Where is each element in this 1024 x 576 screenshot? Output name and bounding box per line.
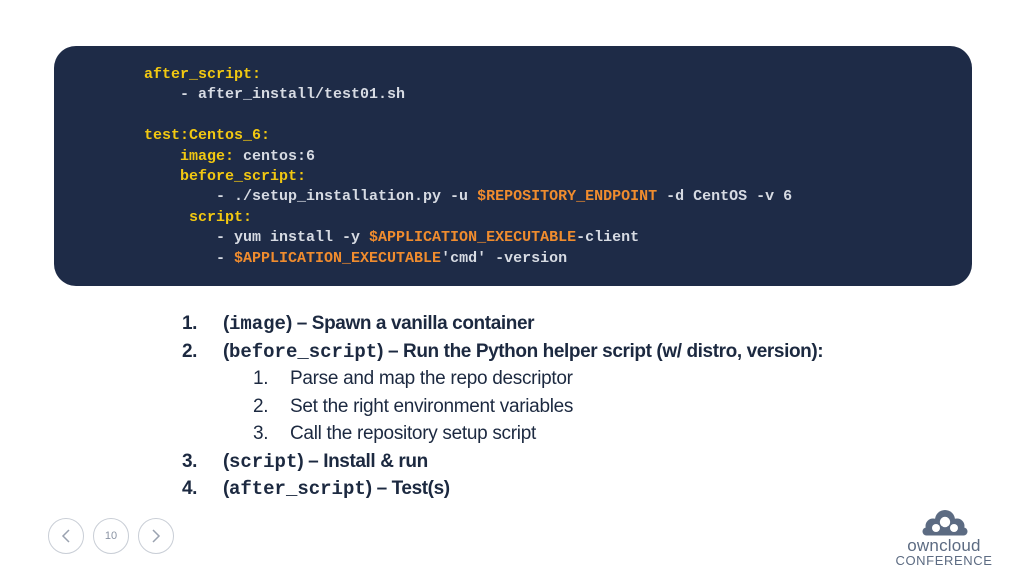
step-number: 3. <box>182 450 198 472</box>
step-number: 1. <box>182 313 198 334</box>
code-text: -client <box>576 229 640 247</box>
next-slide-button[interactable] <box>138 518 174 554</box>
code-keyword: image: <box>144 147 235 165</box>
code-line: - ./setup_installation.py -u $REPOSITORY… <box>144 187 792 207</box>
chevron-left-icon <box>61 529 70 543</box>
code-text: -d CentOS -v 6 <box>657 188 793 206</box>
code-keyword: test:Centos_6: <box>144 127 271 145</box>
code-variable: $REPOSITORY_ENDPOINT <box>477 188 658 206</box>
code-line: image: centos:6 <box>144 147 792 167</box>
code-text: - <box>144 249 235 267</box>
code-line: - yum install -y $APPLICATION_EXECUTABLE… <box>144 228 792 248</box>
code-line: - after_install/test01.sh <box>144 85 792 105</box>
code-text: - yum install -y <box>144 229 370 247</box>
prev-slide-button[interactable] <box>48 518 84 554</box>
code-variable: $APPLICATION_EXECUTABLE <box>234 249 442 267</box>
code-line <box>144 106 792 126</box>
code-line: - $APPLICATION_EXECUTABLE'cmd' -version <box>144 249 792 269</box>
code-line: test:Centos_6: <box>144 126 792 146</box>
step-code: after_script <box>228 478 366 500</box>
page-number: 10 <box>93 518 129 554</box>
step-number: 2. <box>182 340 198 362</box>
code-keyword: after_script: <box>144 66 262 83</box>
logo-subtitle: CONFERENCE <box>895 553 993 568</box>
step-number: 4. <box>182 478 198 499</box>
code-keyword: script: <box>144 208 253 226</box>
step-code: script <box>228 450 298 473</box>
cloud-icon <box>922 510 968 536</box>
logo-wordmark: owncloud <box>907 536 981 555</box>
code-line: script: <box>144 208 792 228</box>
code-text: centos:6 <box>234 147 316 165</box>
code-variable: $APPLICATION_EXECUTABLE <box>369 229 577 247</box>
code-text: 'cmd' -version <box>441 249 568 267</box>
owncloud-conference-logo: owncloud CONFERENCE <box>894 508 994 570</box>
step-code: image <box>228 313 286 335</box>
chevron-right-icon <box>152 529 161 543</box>
step-code: before_script <box>228 340 378 363</box>
code-keyword: before_script: <box>144 167 307 185</box>
code-text: - after_install/test01.sh <box>144 86 406 104</box>
code-line: before_script: <box>144 167 792 187</box>
code-line: after_script: <box>144 65 792 85</box>
code-text: - ./setup_installation.py -u <box>144 188 478 206</box>
